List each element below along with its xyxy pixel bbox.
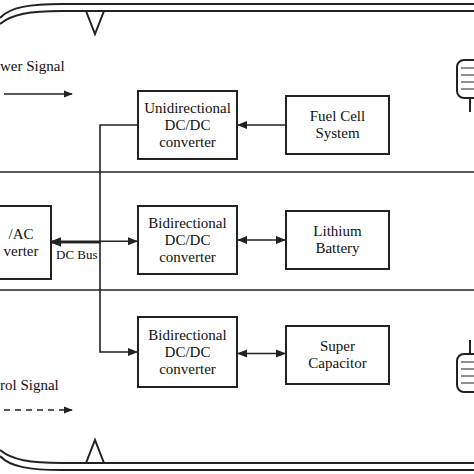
body-line (0, 450, 474, 463)
legend-text: wer Signal (0, 58, 65, 75)
box-label: Super Capacitor (295, 338, 380, 372)
mirror-fin (86, 11, 104, 34)
wheel-symbol (457, 60, 474, 98)
body-divider (0, 171, 474, 173)
power-connector (52, 125, 137, 243)
power-connector (238, 353, 285, 355)
body-line (469, 98, 471, 112)
box-label: Bidirectional DC/DC converter (147, 215, 228, 266)
body-divider (0, 289, 474, 291)
wheel-tread (461, 362, 474, 383)
mirror-fin (86, 440, 104, 463)
legend-text: rol Signal (0, 377, 59, 394)
legend-line-sample (4, 409, 72, 411)
process-box: Bidirectional DC/DC converter (137, 316, 238, 388)
box-label: Bidirectional DC/DC converter (147, 327, 228, 378)
box-label: /AC verter (0, 226, 42, 260)
bus-label: DC Bus (56, 246, 98, 263)
power-connector (52, 243, 137, 353)
wheel-tread (461, 68, 474, 89)
wheel-symbol (457, 354, 474, 392)
box-label: Lithium Battery (295, 223, 380, 257)
process-box: Super Capacitor (285, 325, 390, 385)
process-box: Fuel Cell System (285, 95, 390, 155)
power-connector (238, 124, 285, 126)
process-box: Lithium Battery (285, 210, 390, 270)
box-label: Fuel Cell System (295, 108, 380, 142)
power-connector (52, 240, 137, 242)
power-connector (238, 239, 285, 241)
box-label: Unidirectional DC/DC converter (144, 100, 231, 151)
body-line (0, 11, 474, 24)
process-box: Bidirectional DC/DC converter (137, 205, 238, 275)
legend-line-sample (4, 93, 72, 95)
body-line (469, 340, 471, 354)
process-box: Unidirectional DC/DC converter (137, 90, 238, 160)
process-box: /AC verter (0, 205, 52, 280)
